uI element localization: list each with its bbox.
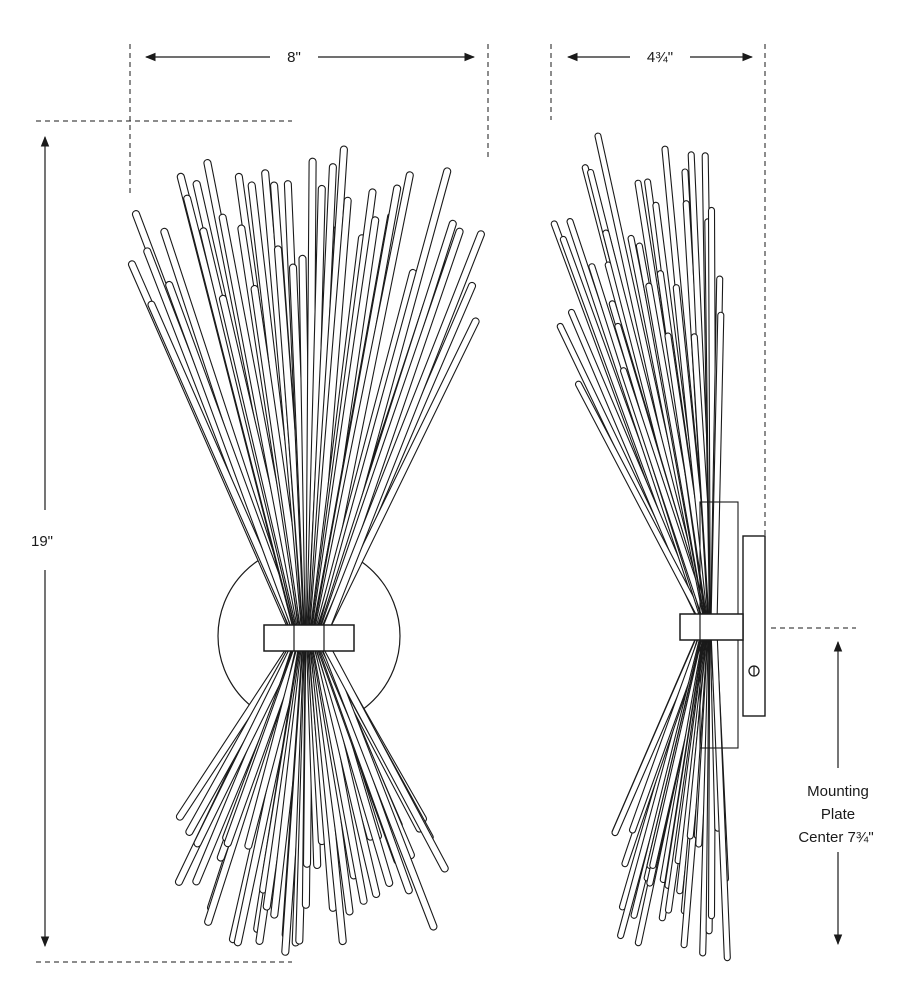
dimension-width xyxy=(129,44,489,195)
rod xyxy=(312,184,402,636)
side-screw-icon xyxy=(748,665,760,677)
rod xyxy=(223,640,305,848)
rod xyxy=(628,629,708,834)
rod xyxy=(307,163,337,635)
rod xyxy=(319,230,485,637)
rod xyxy=(309,641,347,946)
rod xyxy=(317,219,457,636)
rod xyxy=(147,300,300,637)
rod xyxy=(309,640,354,916)
dimension-height xyxy=(36,120,292,963)
rod xyxy=(320,639,449,873)
rod xyxy=(160,227,301,636)
rod xyxy=(319,639,438,931)
side-backplate xyxy=(742,535,766,717)
depth-label: 4¾" xyxy=(647,49,673,66)
width-label: 8" xyxy=(287,49,301,66)
rod xyxy=(611,629,706,837)
rod xyxy=(308,196,352,635)
dimension-depth xyxy=(550,44,766,536)
front-view xyxy=(127,145,485,956)
rod xyxy=(568,308,707,625)
mounting-note-line1: Mounting xyxy=(807,783,869,800)
mounting-note-line2: Plate xyxy=(821,806,855,823)
rod xyxy=(307,145,348,635)
rod xyxy=(312,640,381,899)
rod xyxy=(244,640,307,850)
rod xyxy=(313,640,394,887)
side-arm xyxy=(679,613,744,641)
rod xyxy=(305,184,326,635)
side-view xyxy=(550,132,766,962)
rod xyxy=(315,640,413,895)
rod xyxy=(165,280,302,636)
rod xyxy=(574,380,708,626)
rod xyxy=(319,317,480,637)
front-center-band xyxy=(263,624,355,652)
rod xyxy=(310,216,380,636)
rod xyxy=(710,630,731,962)
rod xyxy=(313,171,414,636)
rod xyxy=(710,311,725,624)
rod xyxy=(620,367,711,625)
rod xyxy=(193,639,301,848)
rod xyxy=(316,167,452,636)
rod xyxy=(192,639,300,886)
rod xyxy=(602,229,710,625)
dimension-mounting xyxy=(771,627,856,946)
rod xyxy=(311,640,368,905)
height-label: 19" xyxy=(31,533,53,550)
mounting-note-line3: Center 7¾" xyxy=(798,829,873,846)
front-rods xyxy=(127,145,485,956)
side-rods xyxy=(550,132,731,962)
mounting-plate-note: Mounting Plate Center 7¾" xyxy=(798,783,873,846)
rod xyxy=(318,227,464,636)
